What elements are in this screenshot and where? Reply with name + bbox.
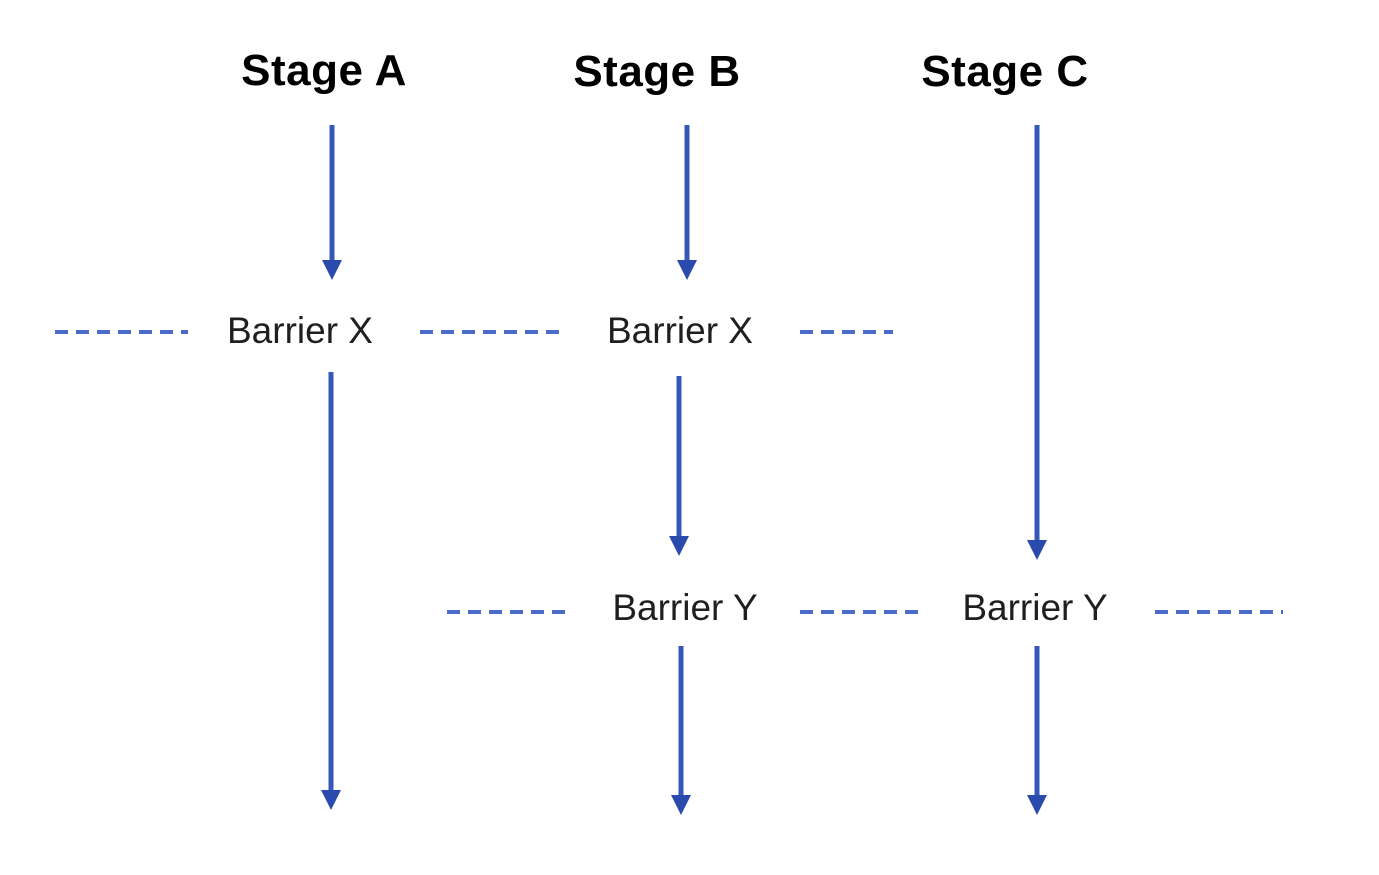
barrier-y-label-stage-c: Barrier Y xyxy=(962,587,1108,628)
barrier-x-label-stage-b: Barrier X xyxy=(607,310,753,351)
stage-c-heading: Stage C xyxy=(921,47,1089,96)
barrier-y-label-stage-b: Barrier Y xyxy=(612,587,758,628)
stage-a-heading: Stage A xyxy=(241,46,407,95)
stage-b-heading: Stage B xyxy=(573,47,741,96)
barrier-x-label-stage-a: Barrier X xyxy=(227,310,373,351)
